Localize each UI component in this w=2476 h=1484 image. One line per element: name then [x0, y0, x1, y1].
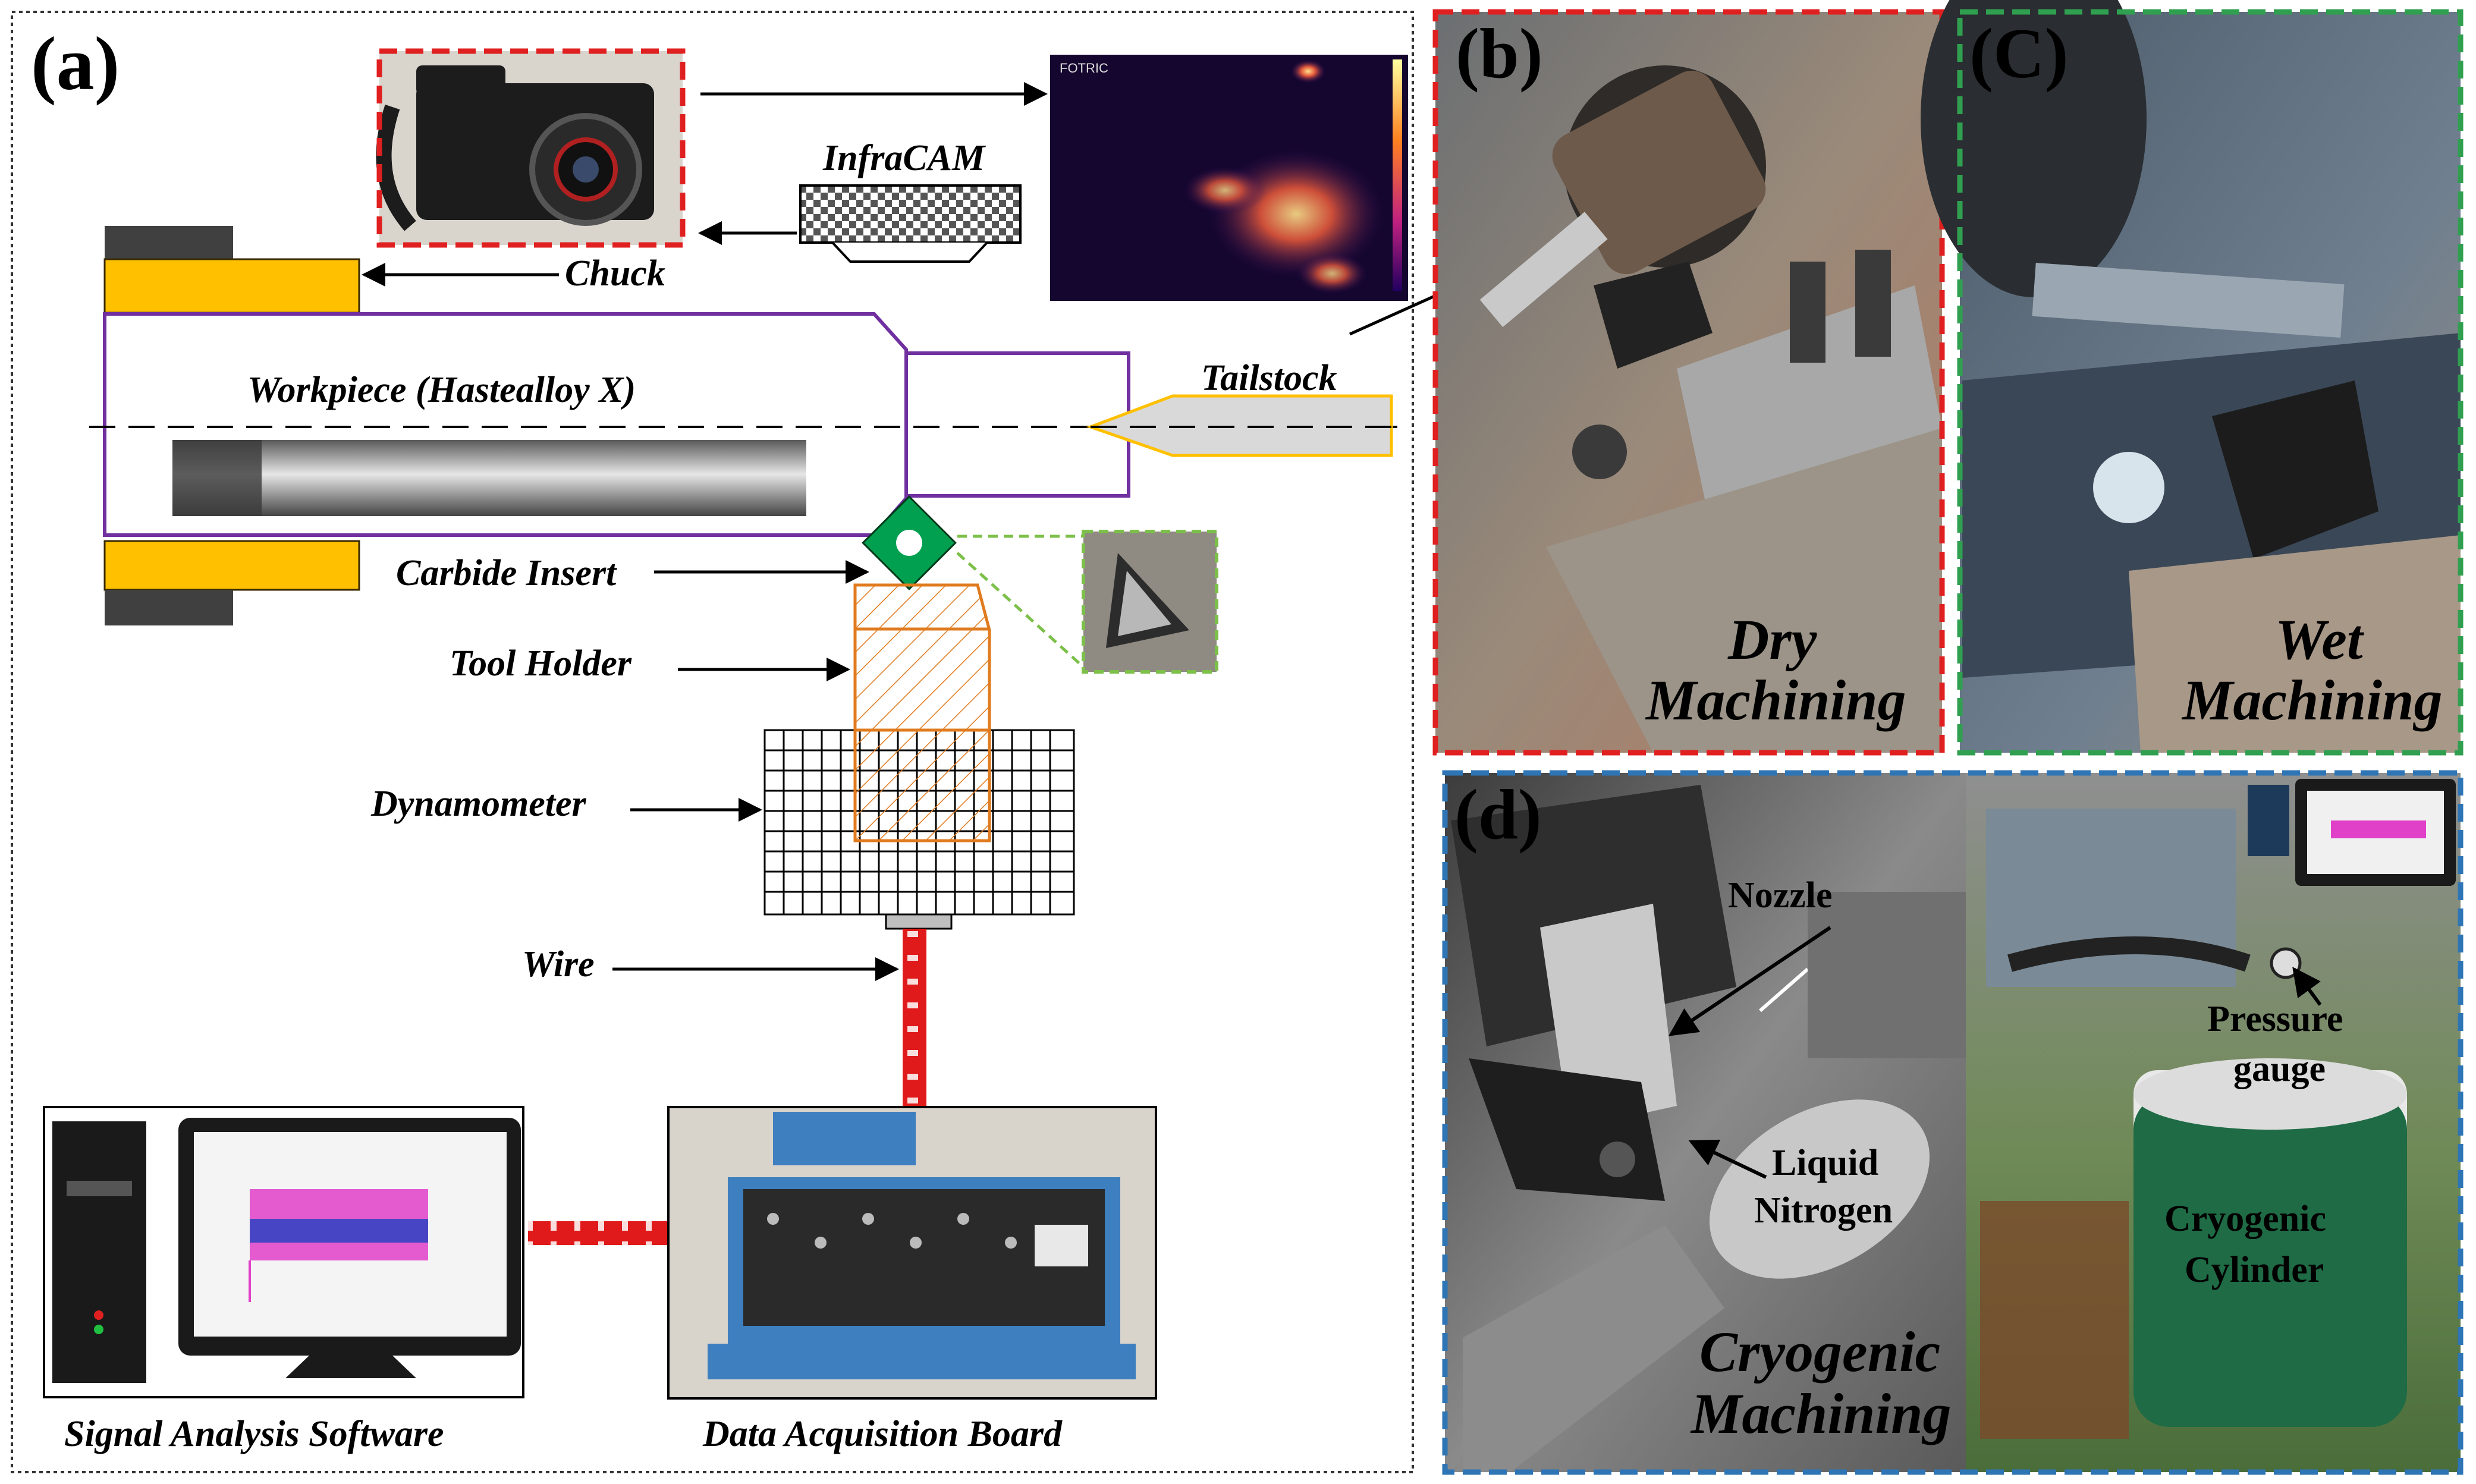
cryogenic-cylinder-label-line2: Cylinder — [2185, 1250, 2324, 1290]
tailstock — [1086, 394, 1393, 457]
panel-a: (a) FOTRIC InfraCAM — [11, 11, 1619, 1473]
ln2-label-line1: Liquid — [1772, 1143, 1878, 1183]
ln2-arrow — [1688, 1139, 1767, 1179]
panel-d-caption-line1: Cryogenic — [1699, 1320, 1940, 1384]
daq-board-label: Data Acquisition Board — [702, 1414, 1063, 1454]
panel-b-caption-line1: Dry — [1727, 608, 1817, 671]
infracam-label: InfraCAM — [822, 138, 986, 178]
panel-c-caption-line1: Wet — [2275, 608, 2365, 671]
workpiece — [89, 312, 1397, 537]
data-acquisition-board — [667, 1106, 1157, 1400]
carbide-insert — [862, 495, 1083, 667]
panel-b: (b) Dry Machining — [1432, 9, 1945, 756]
thermal-camera-photo — [376, 48, 686, 248]
panel-c: (C) Wet Machining — [1921, 0, 2464, 756]
signal-software-label: Signal Analysis Software — [64, 1414, 444, 1454]
dynamometer-label: Dynamometer — [370, 784, 586, 824]
tool-holder-label: Tool Holder — [450, 643, 632, 684]
signal-analysis-computer — [43, 1106, 524, 1398]
dynamometer — [763, 728, 1075, 930]
tailstock-label: Tailstock — [1201, 358, 1337, 398]
wire-horizontal — [528, 1221, 668, 1245]
panel-c-label: (C) — [1969, 14, 2069, 93]
panel-b-label: (b) — [1456, 14, 1543, 93]
pressure-gauge-arrow — [2292, 967, 2322, 1006]
panel-d-caption-line2: Machining — [1690, 1382, 1951, 1445]
panel-a-label: (a) — [31, 21, 120, 106]
panel-b-caption-line2: Machining — [1645, 668, 1906, 732]
panel-a-border — [11, 11, 1414, 1473]
pressure-gauge-label-line1: Pressure — [2207, 999, 2343, 1039]
nozzle-arrow — [1669, 926, 1831, 1036]
chuck — [103, 226, 360, 625]
panel-c-caption-line2: Machining — [2181, 668, 2442, 732]
cryogenic-cylinder-label-line1: Cryogenic — [2164, 1199, 2326, 1239]
ln2-label-line2: Nitrogen — [1754, 1190, 1893, 1231]
thermal-image: FOTRIC — [1050, 55, 1408, 301]
insert-closeup-photo — [1082, 530, 1218, 674]
panel-d-label: (d) — [1454, 775, 1542, 854]
infracam-module — [799, 184, 1022, 263]
thermal-brand: FOTRIC — [1060, 61, 1108, 76]
panel-d: (d) Nozzle Liquid Nitrogen Cryogenic Mac… — [1442, 770, 2464, 1475]
wire-label: Wire — [522, 944, 595, 985]
nozzle-label: Nozzle — [1728, 875, 1833, 916]
panel-c-border — [1957, 9, 2464, 756]
carbide-insert-label: Carbide Insert — [396, 553, 617, 593]
wire-vertical — [903, 929, 926, 1109]
pressure-gauge-label-line2: gauge — [2233, 1049, 2326, 1089]
workpiece-label: Workpiece (Hastealloy X) — [247, 370, 636, 410]
pc-tower — [52, 1121, 146, 1383]
panel-b-border — [1432, 9, 1945, 756]
workpiece-photo — [172, 440, 806, 516]
chuck-label: Chuck — [565, 253, 665, 294]
panel-d-border — [1442, 770, 2464, 1475]
